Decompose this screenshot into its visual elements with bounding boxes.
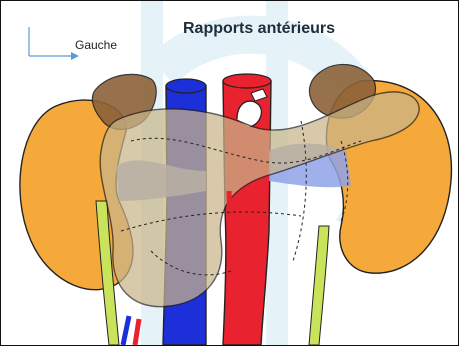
orientation-arrow — [29, 27, 79, 60]
vena-cava-opening — [166, 79, 206, 93]
aorta-opening — [223, 74, 271, 88]
right-ureter — [309, 226, 329, 345]
orientation-label: Gauche — [75, 38, 117, 52]
figure-title: Rapports antérieurs — [183, 20, 335, 38]
vein-branch — [123, 316, 129, 345]
artery-branch — [135, 319, 139, 345]
